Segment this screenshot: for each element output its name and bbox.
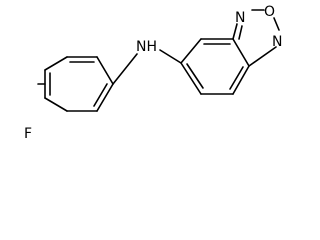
bond xyxy=(44,97,68,112)
bond xyxy=(232,38,250,67)
double-bond-inner xyxy=(229,66,244,90)
structure-diagram: F NH N O N xyxy=(24,4,282,139)
bond xyxy=(180,38,202,64)
bond xyxy=(96,83,114,112)
atom-f: F xyxy=(24,126,32,139)
bond-nh-c xyxy=(159,49,182,64)
atom-nh: NH xyxy=(136,39,157,55)
atom-n-top: N xyxy=(235,10,245,26)
oxadiazole-ring xyxy=(232,9,280,67)
bond-c-nh xyxy=(112,53,138,85)
double-bond-inner xyxy=(238,25,243,40)
fluorophenyl-ring xyxy=(44,56,114,112)
double-bond-inner xyxy=(93,83,108,107)
bond xyxy=(232,65,250,95)
double-bond-inner xyxy=(186,63,204,89)
bond xyxy=(44,56,68,71)
atom-n-right: N xyxy=(272,34,282,50)
atom-o: O xyxy=(264,4,275,20)
bond-n-c xyxy=(248,46,277,67)
bond-o-n xyxy=(273,17,280,31)
benzene-ring xyxy=(180,38,250,95)
bond xyxy=(96,56,114,85)
bond-c-n xyxy=(232,23,238,40)
bond xyxy=(180,62,202,95)
